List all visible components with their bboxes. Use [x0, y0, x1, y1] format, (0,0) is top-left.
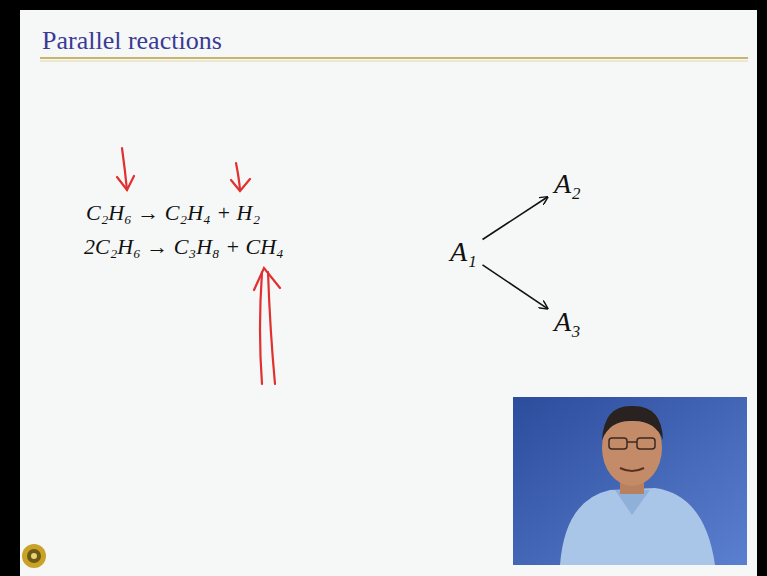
red-pen-marks: [117, 148, 280, 384]
species-node: A₁: [446, 234, 481, 270]
reaction-arrow: [483, 197, 548, 239]
slide-ground: [20, 10, 757, 576]
title-rule: [40, 61, 748, 62]
slide-title: Parallel reactions: [42, 26, 222, 56]
species-label: A₂: [554, 168, 581, 199]
reaction-equation: C₂H₆ → C₂H₄ + H₂: [86, 200, 260, 226]
species-label: A₁: [450, 236, 477, 267]
reaction-arrow: [483, 265, 548, 309]
species-label: A₃: [554, 306, 581, 337]
reaction-equation: 2C₂H₆ → C₃H₈ + CH₄: [84, 234, 284, 260]
institute-logo: [22, 544, 46, 568]
title-rule: [40, 57, 748, 59]
video-inset: [513, 397, 747, 565]
species-node: A₃: [550, 304, 585, 340]
species-node: A₂: [550, 166, 585, 202]
